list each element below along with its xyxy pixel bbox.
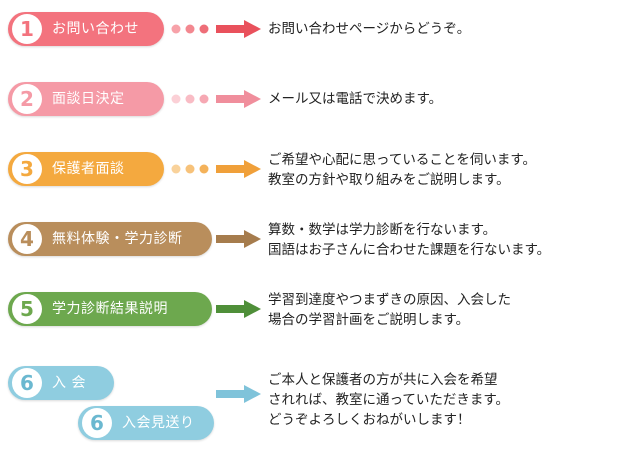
step-6-badge-join: 6 [12, 368, 42, 398]
step-6-line-2: されれば、教室に通っていただきます。 [268, 392, 509, 408]
step-5-line-2: 場合の学習計画をご説明します。 [268, 312, 470, 328]
step-3-label: 保護者面談 [52, 161, 125, 177]
step-5-pill: 5 学力診断結果説明 [8, 292, 212, 326]
step-3-description: ご希望や心配に思っていることを伺います。 教室の方針や取り組みをご説明します。 [268, 150, 536, 190]
step-2-arrow-icon [171, 90, 261, 108]
step-1-label: お問い合わせ [52, 21, 139, 37]
step-2-line-1: メール又は電話で決めます。 [268, 91, 443, 107]
step-5-badge: 5 [12, 294, 42, 324]
step-6-badge-decline: 6 [82, 408, 112, 438]
step-4-line-2: 国語はお子さんに合わせた課題を行ないます。 [268, 242, 551, 258]
step-6-line-3: どうぞよろしくおねがいします！ [268, 412, 471, 428]
step-2-pill: 2 面談日決定 [8, 82, 164, 116]
step-3-arrow-icon [171, 160, 261, 178]
step-4-description: 算数・数学は学力診断を行ないます。 国語はお子さんに合わせた課題を行ないます。 [268, 220, 550, 260]
step-1-line-1: お問い合わせページからどうぞ。 [268, 21, 471, 37]
step-6-label-join: 入 会 [52, 375, 86, 391]
step-5-line-1: 学習到達度やつまずきの原因、入会した [268, 292, 511, 308]
step-6-pill-decline: 6 入会見送り [78, 406, 214, 440]
step-1-pill: 1 お問い合わせ [8, 12, 164, 46]
step-3-line-1: ご希望や心配に思っていることを伺います。 [268, 152, 536, 168]
step-3-badge: 3 [12, 154, 42, 184]
step-4-badge: 4 [12, 224, 42, 254]
step-2-label: 面談日決定 [52, 91, 125, 107]
step-5-arrow-icon [216, 300, 261, 318]
step-6-description: ご本人と保護者の方が共に入会を希望 されれば、教室に通っていただきます。 どうぞ… [268, 370, 509, 430]
step-6-pill-join: 6 入 会 [8, 366, 114, 400]
step-6-label-decline: 入会見送り [122, 415, 195, 431]
step-2-badge: 2 [12, 84, 42, 114]
step-1-arrow-icon [171, 20, 261, 38]
step-2-description: メール又は電話で決めます。 [268, 89, 442, 109]
step-3-line-2: 教室の方針や取り組みをご説明します。 [268, 172, 510, 188]
step-4-pill: 4 無料体験・学力診断 [8, 222, 212, 256]
step-4-arrow-icon [216, 230, 261, 248]
step-6-line-1: ご本人と保護者の方が共に入会を希望 [268, 372, 498, 388]
step-1-description: お問い合わせページからどうぞ。 [268, 19, 470, 39]
step-1-badge: 1 [12, 14, 42, 44]
step-6-arrow-icon [216, 385, 261, 403]
step-5-description: 学習到達度やつまずきの原因、入会した 場合の学習計画をご説明します。 [268, 290, 511, 330]
step-5-label: 学力診断結果説明 [52, 301, 168, 317]
step-4-line-1: 算数・数学は学力診断を行ないます。 [268, 222, 497, 238]
step-4-label: 無料体験・学力診断 [52, 231, 183, 247]
step-3-pill: 3 保護者面談 [8, 152, 164, 186]
